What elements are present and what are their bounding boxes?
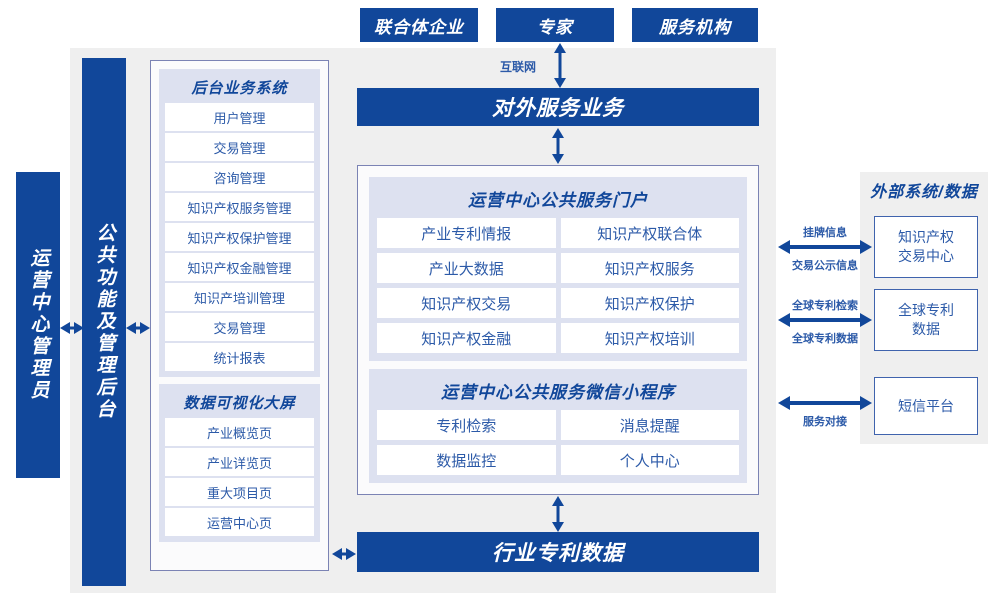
external-arrow-2 xyxy=(778,395,872,411)
external-arrow-2-label-below: 服务对接 xyxy=(778,413,872,429)
arrow-label-text: 服务对接 xyxy=(803,416,847,428)
top-actor-label: 联合体企业 xyxy=(374,17,464,37)
list-item[interactable]: 用户管理 xyxy=(165,103,314,131)
internet-label-text: 互联网 xyxy=(499,60,536,74)
list-item[interactable]: 知识产权联合体 xyxy=(560,218,739,248)
external-arrow-0 xyxy=(778,239,872,255)
external-card-1[interactable]: 全球专利 数据 xyxy=(874,289,978,351)
sidebar-operator-admin[interactable]: 运营中心管理员 xyxy=(16,172,60,478)
list-item[interactable]: 知识产权保护 xyxy=(560,288,739,318)
backend-panel: 后台业务系统 用户管理交易管理咨询管理知识产权服务管理知识产权保护管理知识产权金… xyxy=(150,60,329,571)
arrow-label-text: 全球专利检索 xyxy=(792,300,858,312)
list-item[interactable]: 交易管理 xyxy=(165,133,314,161)
backend-group-1-items: 产业概览页产业详览页重大项目页运营中心页 xyxy=(165,418,314,536)
internet-label: 互联网 xyxy=(487,58,549,75)
center-group-0-items: 产业专利情报知识产权联合体产业大数据知识产权服务知识产权交易知识产权保护知识产权… xyxy=(377,218,739,353)
external-card-0-line2: 交易中心 xyxy=(898,248,954,264)
external-arrow-1-label-below: 全球专利数据 xyxy=(771,330,879,346)
list-item[interactable]: 产业详览页 xyxy=(165,448,314,476)
external-arrow-1 xyxy=(778,312,872,328)
arrow-label-text: 交易公示信息 xyxy=(792,260,858,272)
center-group-0: 运营中心公共服务门户 产业专利情报知识产权联合体产业大数据知识产权服务知识产权交… xyxy=(369,177,747,361)
list-item[interactable]: 产业大数据 xyxy=(377,253,556,283)
service-to-portal-arrow xyxy=(550,128,566,164)
portal-to-bottom-arrow xyxy=(550,496,566,532)
sidebar-operator-admin-label: 运营中心管理员 xyxy=(27,248,49,402)
sidebar-common-backend[interactable]: 公共功能及管理后台 xyxy=(82,58,126,586)
top-actor-label: 专家 xyxy=(537,17,573,37)
backend-group-1-title: 数据可视化大屏 xyxy=(183,395,296,412)
external-arrow-0-label-above: 挂牌信息 xyxy=(778,224,872,240)
list-item[interactable]: 重大项目页 xyxy=(165,478,314,506)
list-item[interactable]: 个人中心 xyxy=(560,445,739,475)
center-group-0-title: 运营中心公共服务门户 xyxy=(468,191,648,210)
list-item[interactable]: 知识产权金融 xyxy=(377,323,556,353)
sidebar-common-backend-label: 公共功能及管理后台 xyxy=(93,223,115,421)
external-arrow-0-label-below: 交易公示信息 xyxy=(771,257,879,273)
rail-connector-arrow-2 xyxy=(126,320,150,336)
external-card-2-line1: 短信平台 xyxy=(898,397,954,414)
internet-connector-arrow xyxy=(552,43,568,88)
external-panel-title: 外部系统/数据 xyxy=(870,184,978,201)
external-card-2[interactable]: 短信平台 xyxy=(874,377,978,435)
list-item[interactable]: 知识产培训管理 xyxy=(165,283,314,311)
external-service-bar-label: 对外服务业务 xyxy=(492,97,624,120)
list-item[interactable]: 产业概览页 xyxy=(165,418,314,446)
external-arrow-1-label-above: 全球专利检索 xyxy=(771,297,879,313)
list-item[interactable]: 产业专利情报 xyxy=(377,218,556,248)
center-group-1-items: 专利检索消息提醒数据监控个人中心 xyxy=(377,410,739,475)
bottom-bar[interactable]: 行业专利数据 xyxy=(357,532,759,572)
top-actor-0[interactable]: 联合体企业 xyxy=(360,8,478,42)
list-item[interactable]: 知识产权金融管理 xyxy=(165,253,314,281)
backend-group-0: 后台业务系统 用户管理交易管理咨询管理知识产权服务管理知识产权保护管理知识产权金… xyxy=(159,69,320,377)
backend-group-1: 数据可视化大屏 产业概览页产业详览页重大项目页运营中心页 xyxy=(159,384,320,542)
external-card-0-line1: 知识产权 xyxy=(898,229,954,246)
rail-connector-arrow-1 xyxy=(60,320,84,336)
list-item[interactable]: 运营中心页 xyxy=(165,508,314,536)
list-item[interactable]: 数据监控 xyxy=(377,445,556,475)
external-card-1-line1: 全球专利 xyxy=(898,302,954,319)
list-item[interactable]: 知识产权培训 xyxy=(560,323,739,353)
center-group-1-title: 运营中心公共服务微信小程序 xyxy=(441,383,675,402)
top-actor-label: 服务机构 xyxy=(659,17,731,37)
arrow-label-text: 全球专利数据 xyxy=(792,333,858,345)
top-actor-2[interactable]: 服务机构 xyxy=(632,8,758,42)
external-card-1-line2: 数据 xyxy=(912,321,940,337)
backend-to-bottom-arrow xyxy=(332,546,356,562)
list-item[interactable]: 交易管理 xyxy=(165,313,314,341)
center-group-1: 运营中心公共服务微信小程序 专利检索消息提醒数据监控个人中心 xyxy=(369,369,747,483)
list-item[interactable]: 知识产权保护管理 xyxy=(165,223,314,251)
arrow-label-text: 挂牌信息 xyxy=(803,227,847,239)
list-item[interactable]: 咨询管理 xyxy=(165,163,314,191)
list-item[interactable]: 统计报表 xyxy=(165,343,314,371)
list-item[interactable]: 知识产权服务管理 xyxy=(165,193,314,221)
external-service-bar[interactable]: 对外服务业务 xyxy=(357,88,759,126)
backend-group-0-items: 用户管理交易管理咨询管理知识产权服务管理知识产权保护管理知识产权金融管理知识产培… xyxy=(165,103,314,371)
list-item[interactable]: 专利检索 xyxy=(377,410,556,440)
center-panel: 运营中心公共服务门户 产业专利情报知识产权联合体产业大数据知识产权服务知识产权交… xyxy=(357,165,759,495)
list-item[interactable]: 知识产权交易 xyxy=(377,288,556,318)
list-item[interactable]: 消息提醒 xyxy=(560,410,739,440)
bottom-bar-label: 行业专利数据 xyxy=(492,542,624,565)
backend-group-0-title: 后台业务系统 xyxy=(191,80,288,97)
list-item[interactable]: 知识产权服务 xyxy=(560,253,739,283)
top-actor-1[interactable]: 专家 xyxy=(496,8,614,42)
external-card-0[interactable]: 知识产权 交易中心 xyxy=(874,216,978,278)
